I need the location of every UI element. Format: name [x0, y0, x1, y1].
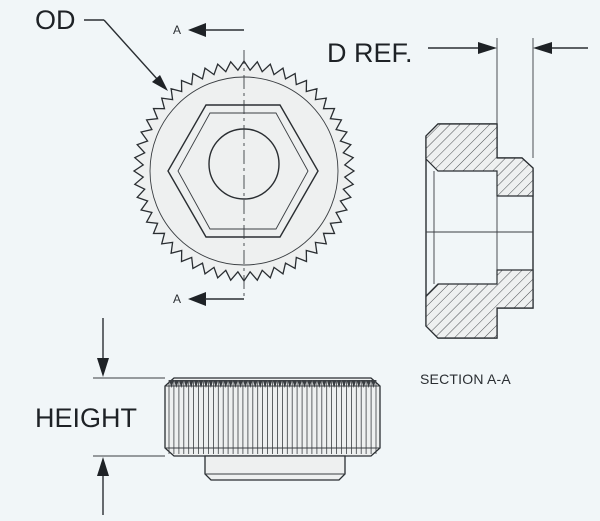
- knob-shoulder: [204, 455, 346, 481]
- section-arrow-icon: [188, 292, 206, 306]
- leader-arrow-icon: [152, 75, 168, 91]
- section-marker-bottom: A: [173, 292, 244, 306]
- hex-socket-outer: [167, 104, 319, 238]
- section-view: SECTION A-A: [420, 123, 534, 387]
- dim-arrow-down-icon: [97, 358, 109, 377]
- d-ref-label: D REF.: [327, 38, 413, 68]
- height-label: HEIGHT: [35, 403, 137, 433]
- dim-arrow-left-icon: [533, 42, 552, 54]
- section-marker-letter: A: [173, 23, 181, 37]
- dim-arrow-up-icon: [97, 457, 109, 476]
- hatch-upper: [425, 123, 534, 197]
- top-view: [132, 50, 356, 298]
- side-view: [164, 377, 381, 481]
- section-title: SECTION A-A: [420, 371, 511, 387]
- knurl-ridges: [168, 380, 377, 454]
- hex-socket-inner: [177, 112, 309, 230]
- section-arrow-icon: [188, 23, 206, 37]
- section-marker-letter: A: [173, 292, 181, 306]
- od-label: OD: [35, 5, 76, 35]
- od-dimension: OD: [35, 5, 168, 91]
- section-marker-top: A: [173, 23, 244, 37]
- height-dimension: HEIGHT: [35, 318, 165, 515]
- dim-arrow-right-icon: [478, 42, 497, 54]
- d-ref-dimension: D REF.: [327, 38, 588, 158]
- hatch-lower: [425, 269, 534, 339]
